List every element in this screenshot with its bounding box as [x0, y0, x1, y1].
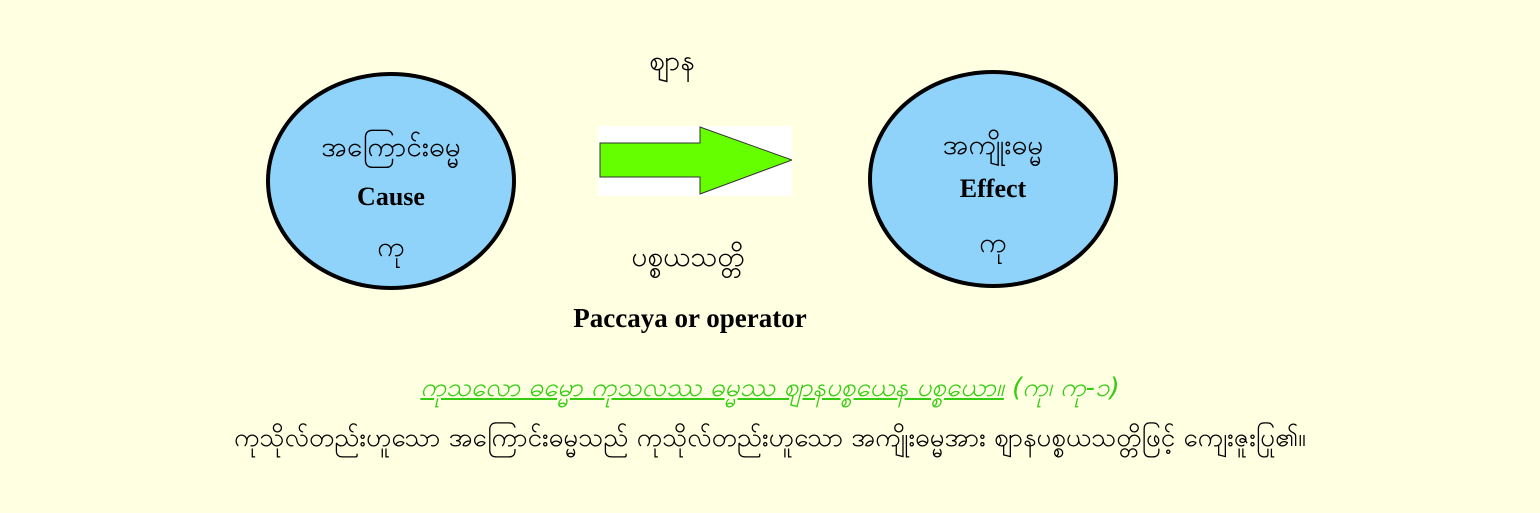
pali-text: ကုသလော ဓမ္မော ကုသလဿ ဓမ္မဿ ဈာနပစ္စယေန ပစ္…: [420, 373, 1004, 403]
arrow-bottom-label: ပစ္စယသတ္တိ: [631, 240, 745, 273]
pali-reference: (ကု၊ ကု-၁): [1012, 373, 1120, 403]
cause-burmese: အကြောင်းဓမ္မ: [321, 130, 461, 163]
effect-english: Effect: [959, 174, 1027, 203]
arrow-top-label: ဈာန: [649, 44, 695, 77]
arrow-english-label: Paccaya or operator: [573, 303, 807, 333]
effect-burmese: အကျိုးဓမ္မ: [942, 128, 1044, 161]
right-arrow-icon: [599, 126, 794, 195]
cause-circle: အကြောင်းဓမ္မ Cause ကု: [266, 72, 516, 290]
effect-abbrev: ကု: [979, 226, 1007, 259]
translation-text: ကုသိုလ်တည်းဟူသော အကြောင်းဓမ္မသည် ကုသိုလ်…: [233, 423, 1307, 453]
effect-circle: အကျိုးဓမ္မ Effect ကု: [868, 70, 1118, 288]
cause-abbrev: ကု: [377, 230, 405, 263]
cause-english: Cause: [357, 182, 425, 211]
pali-line: ကုသလော ဓမ္မော ကုသလဿ ဓမ္မဿ ဈာနပစ္စယေန ပစ္…: [0, 370, 1540, 409]
arrow: [598, 126, 794, 196]
